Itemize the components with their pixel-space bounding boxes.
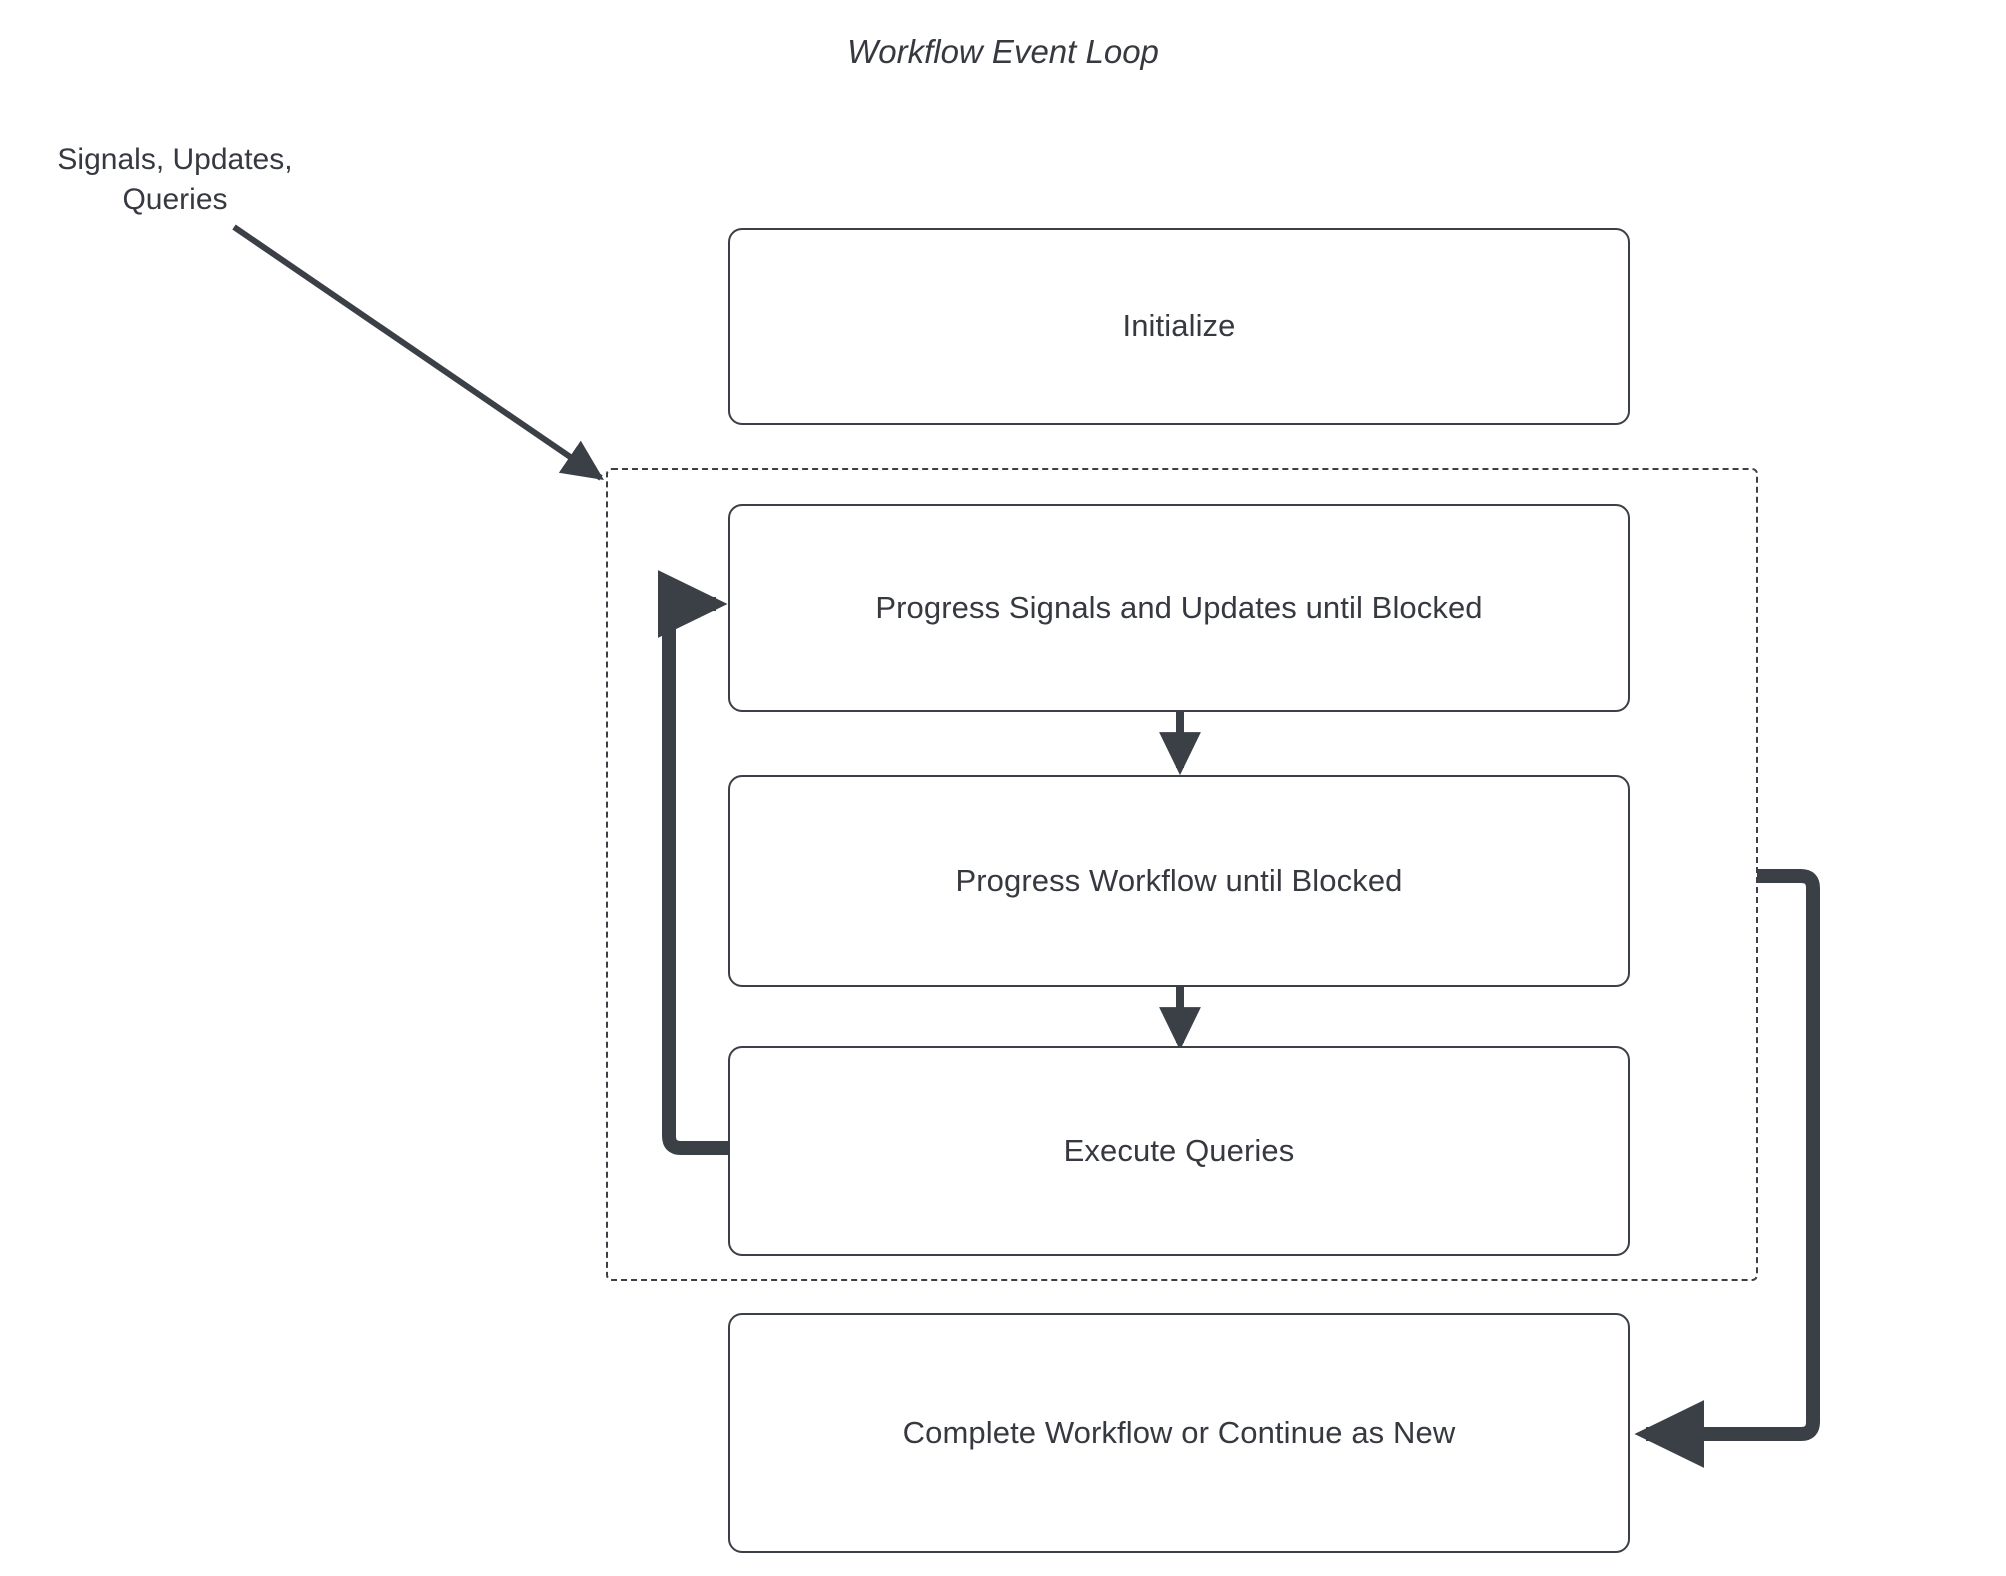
- node-execute-queries[interactable]: Execute Queries: [728, 1046, 1630, 1256]
- external-input-label-line2: Queries: [122, 182, 228, 216]
- node-complete-workflow-label: Complete Workflow or Continue as New: [902, 1414, 1456, 1450]
- node-progress-workflow-label: Progress Workflow until Blocked: [955, 862, 1403, 898]
- external-input-label: Signals, Updates, Queries: [10, 140, 340, 219]
- node-initialize-label: Initialize: [1122, 308, 1236, 344]
- node-progress-signals[interactable]: Progress Signals and Updates until Block…: [728, 504, 1630, 712]
- node-complete-workflow[interactable]: Complete Workflow or Continue as New: [728, 1313, 1630, 1553]
- external-input-label-line1: Signals, Updates,: [57, 143, 293, 176]
- node-execute-queries-label: Execute Queries: [1063, 1132, 1295, 1168]
- node-progress-signals-label: Progress Signals and Updates until Block…: [875, 589, 1483, 625]
- edge-external-input-to-loop: [232, 224, 604, 481]
- node-progress-workflow[interactable]: Progress Workflow until Blocked: [728, 775, 1630, 987]
- node-initialize[interactable]: Initialize: [728, 228, 1630, 425]
- page-title: Workflow Event Loop: [847, 33, 1159, 70]
